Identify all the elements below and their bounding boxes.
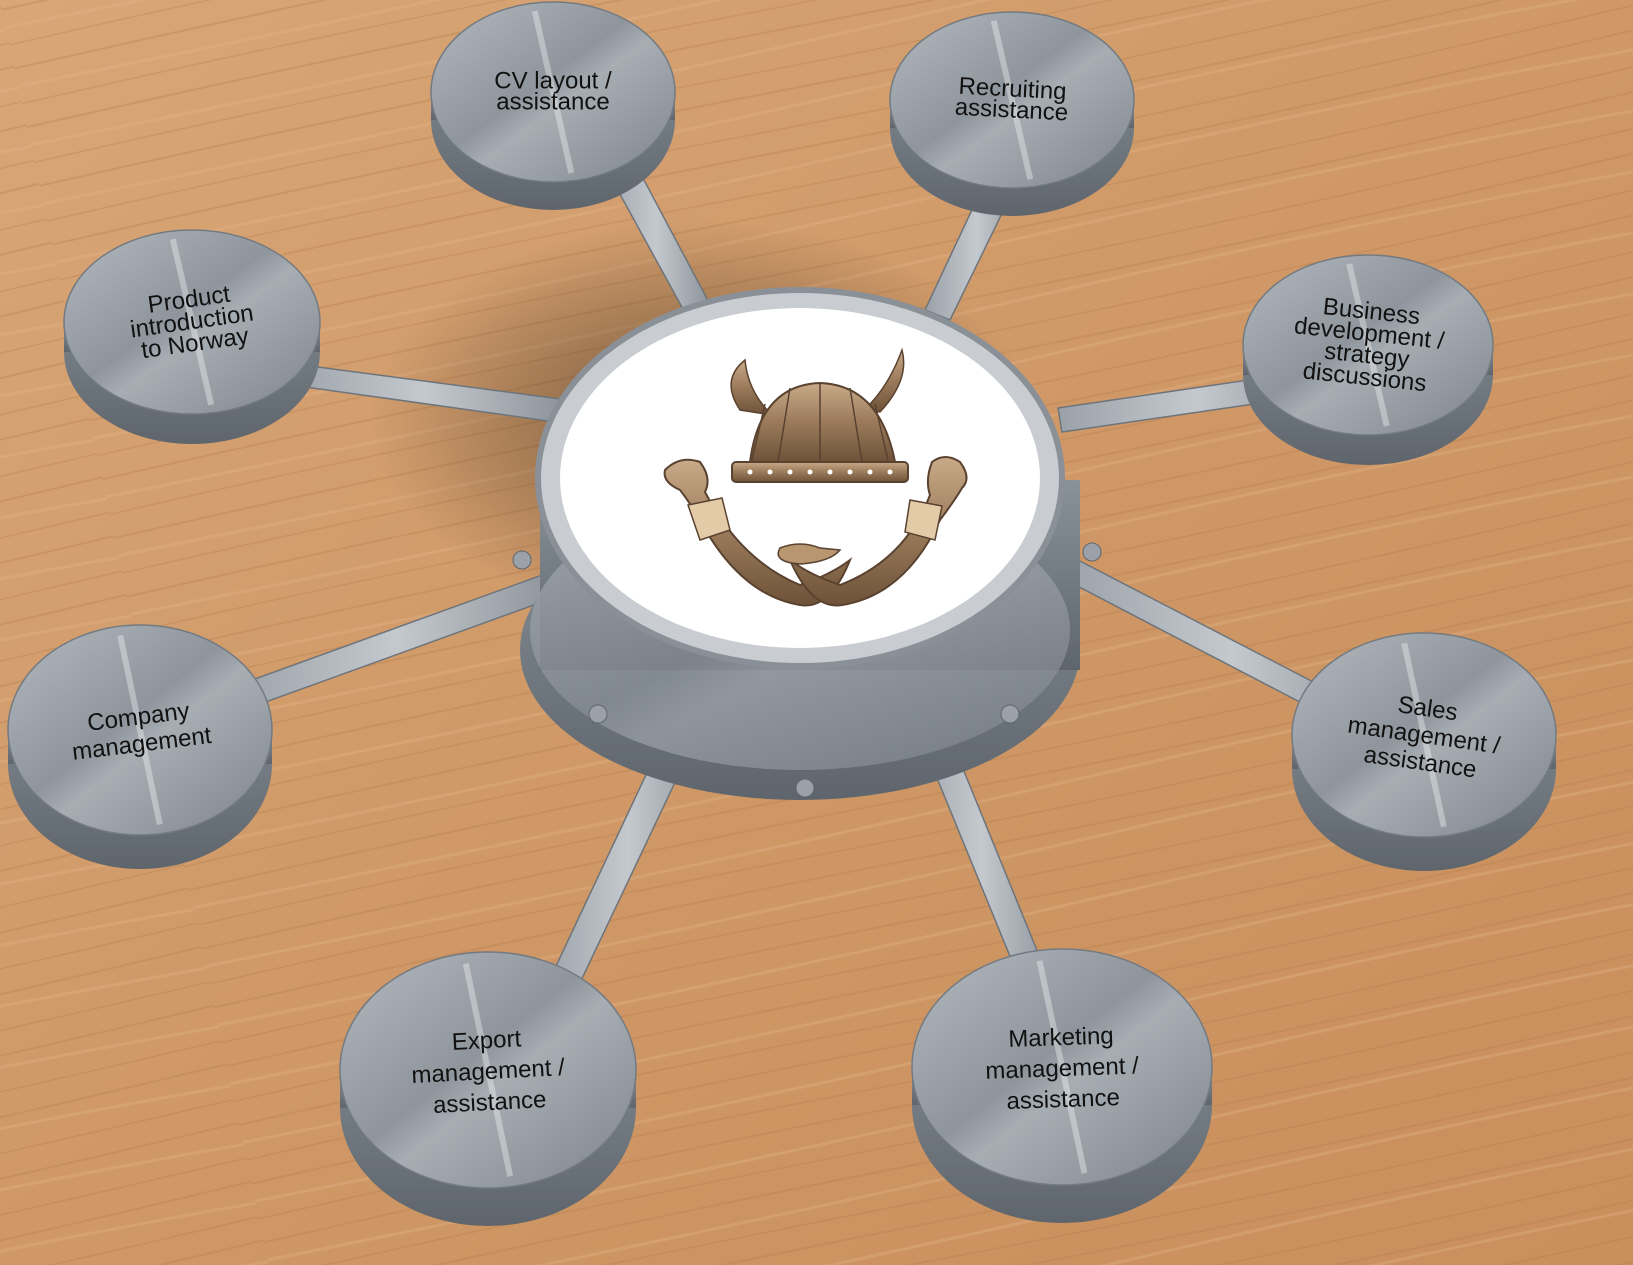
bolt — [588, 704, 608, 724]
bolt — [512, 550, 532, 570]
bolt — [795, 778, 815, 798]
disc-sheen — [531, 10, 575, 174]
viking-helmet-icon — [730, 347, 909, 483]
disc-sheen — [1346, 263, 1390, 427]
central-hub — [512, 287, 1102, 800]
disc-top — [63, 229, 321, 415]
disc-top — [339, 951, 637, 1189]
node-label: CV layout /assistance — [494, 68, 612, 116]
node-business: Businessdevelopment /strategydiscussions — [1242, 254, 1494, 465]
node-label-line: Marketing — [1008, 1022, 1114, 1053]
disc-sheen — [169, 238, 215, 406]
node-label-line: Recruiting — [958, 73, 1067, 106]
node-label: Marketingmanagement /assistance — [984, 1021, 1141, 1115]
node-sales: Salesmanagement /assistance — [1291, 632, 1557, 871]
node-product: Productintroductionto Norway — [63, 229, 321, 444]
disc-top — [911, 948, 1213, 1186]
bolt — [1000, 704, 1020, 724]
disc-top — [1242, 254, 1494, 436]
node-label-line: assistance — [432, 1086, 547, 1119]
node-label-line: Export — [451, 1025, 522, 1056]
crossed-arms-icon — [663, 456, 968, 607]
node-label-line: CV layout / — [494, 68, 612, 95]
disc-sheen — [462, 963, 514, 1177]
disc-top — [7, 624, 273, 836]
bolt — [1082, 542, 1102, 562]
node-label-line: assistance — [954, 94, 1069, 127]
disc-top — [889, 11, 1135, 189]
disc-sheen — [1401, 642, 1447, 828]
node-cv: CV layout /assistance — [430, 1, 676, 210]
disc-sheen — [1036, 960, 1088, 1174]
disc-sheen — [117, 634, 163, 826]
node-label-line: assistance — [1006, 1084, 1120, 1115]
disc-sheen — [990, 20, 1034, 180]
disc-top — [1291, 632, 1557, 838]
node-label: Recruitingassistance — [954, 73, 1070, 127]
node-recruiting: Recruitingassistance — [889, 11, 1135, 216]
node-label-line: management / — [985, 1052, 1140, 1084]
node-label: Productintroductionto Norway — [126, 278, 259, 366]
disc-top — [430, 1, 676, 183]
node-label-line: assistance — [496, 89, 609, 116]
node-company: Companymanagement — [7, 624, 273, 869]
node-export: Exportmanagement /assistance — [339, 951, 637, 1226]
node-marketing: Marketingmanagement /assistance — [911, 948, 1213, 1223]
viking-helmet-crossed-arms-emblem — [663, 347, 968, 607]
